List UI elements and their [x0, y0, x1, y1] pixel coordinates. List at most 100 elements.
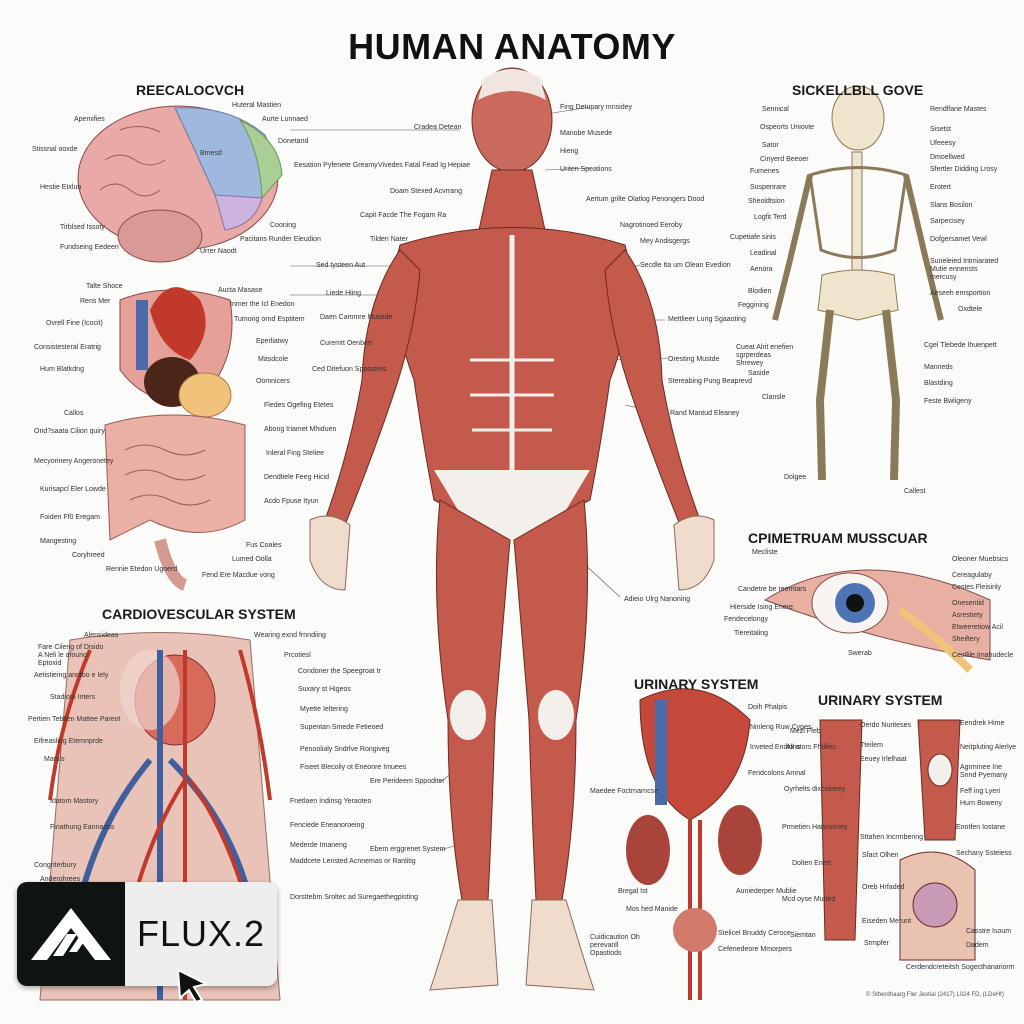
cardio-label: Fenciede Eneanoroeing [290, 822, 365, 829]
urinary-label: Stelicel Bnuddy Ceroce [718, 930, 791, 937]
urinary-label: Doih Phalpis [748, 704, 788, 711]
urinary-label: Maedee Foctrnarncse [590, 788, 659, 795]
brain-label: Apemifies [74, 116, 105, 123]
figure-label: Secdle Ita um Olean Evedion [640, 262, 731, 269]
urinary-label: Dadem [966, 942, 989, 949]
eye-label: Onesentid [952, 600, 984, 607]
skeleton-label: Slans Bosilon [930, 202, 973, 209]
urinary-label: Cuidicaution Oh perevanll Opastiods [590, 934, 640, 957]
organ-label: Dendtiele Feeg Hicid [264, 474, 329, 481]
figure-label: Vivedes Fatal Fead Ig Hepiae [378, 162, 471, 169]
brain-label: Cooning [270, 222, 297, 229]
figure-label: Ced Ditefuon Spposters [312, 366, 387, 373]
organ-label: Foiden Ff0 Eregam [40, 514, 100, 521]
cardio-label: Fiseet Blecoliy ot Eneonre Imuees [300, 764, 407, 771]
eye-label: Oleoner Muebsics [952, 556, 1009, 563]
skeleton-label: Sennical [762, 106, 789, 113]
urinary-label: Oreb Hrfaded [862, 884, 905, 891]
urinary-label: Auniederper Mublie [736, 888, 797, 895]
organ-label: Mecyorinery Angeronetey [34, 458, 114, 465]
brain-label: Stissnal ooxde [32, 146, 78, 153]
organ-label: Inleral Fing Steliee [266, 450, 324, 457]
cardio-label: Maddcete Lensted Acnnemas or Ranlitig [290, 858, 416, 865]
urinary-label: Ninleng Ruw Cypes [750, 724, 812, 731]
urinary-label: Inveted Endions [750, 744, 801, 751]
urinary-label: Neitpluting Alerlye [960, 744, 1017, 751]
urinary-label: Prmetien Hannsoney [782, 824, 848, 831]
skeleton-label: Ufeeesy [930, 140, 956, 147]
skeleton-label: Clansle [762, 394, 786, 401]
cardio-label: Fnetlaen Indinsg Yeraoteo [290, 798, 372, 805]
page-title: HUMAN ANATOMY [348, 26, 676, 67]
cardiovascular-heading: CARDIOVESCULAR SYSTEM [102, 606, 296, 622]
eye-label: Cestlile Imahudecle [952, 652, 1014, 659]
urinary-label: Srmpfer [864, 940, 889, 947]
skeleton-label: Logfit Terd [754, 214, 787, 221]
eye-label: Cestes Fleisinly [952, 584, 1002, 591]
skeleton-label: Callest [904, 488, 926, 495]
brain-label: Urrer Naodt [200, 248, 237, 255]
urinary-label: Hurn Boweny [960, 800, 1003, 807]
organ-label: Abong Iriamet Mhiduen [264, 426, 337, 433]
cardio-label: Marsls [44, 756, 65, 763]
eye-label: Fendecelongy [724, 616, 768, 623]
urinary-label: Cefenedeore Mmorpers [718, 946, 792, 953]
cardio-label: Pertien Tebtien Mattee Pareot [28, 716, 121, 723]
organ-label: Kurisapcl Eler Lowde [40, 486, 106, 493]
footer-credit: © Stherdhaarg Fler Jestial (2417) L024 F… [866, 992, 1004, 998]
skeleton-label: Sheoldtsion [748, 198, 785, 205]
figure-label: Aertum grilte Olatlog Penongers Dood [586, 196, 705, 203]
cardio-label: Stadiom Inters [50, 694, 96, 701]
figure-label: Tilden Nater [370, 236, 408, 243]
urinary-label: Mos hed Manide [626, 906, 678, 913]
cardio-label: Dorsttebm Sroltec ad Suregaethegpisting [290, 894, 419, 901]
flux-badge[interactable]: FLUX.2 [17, 882, 277, 986]
figure-label: Curemtt Oenbert [320, 340, 373, 347]
figure-label: Rand Mantud Eleaney [670, 410, 740, 417]
skeleton-illustration [772, 85, 944, 481]
figure-label: Ere Perideem Sppoditer [370, 778, 445, 785]
skeleton-label: Cupetiafe sinis [730, 234, 776, 241]
figure-label: Doam Stexed Acvrrang [390, 188, 462, 195]
urinary-label: Enotfen Iostane [956, 824, 1006, 831]
cardio-label: Eifreasling Etemnprde [34, 738, 103, 745]
organ-label: Fus Coales [246, 542, 282, 549]
skeleton-label: Dmoellwed [930, 154, 965, 161]
figure-label: Fing Detupary mnsidey [560, 104, 632, 111]
heart-and-digestive-illustration [104, 287, 246, 591]
urinary-label: Cerdendcreteitsh Sogecthanariorm [906, 964, 1015, 971]
cardio-label: Anderohrees [40, 876, 81, 883]
urinary-label: Sttahen Incrmbering [860, 834, 924, 841]
figure-label: Adieio Ulrg Nanoning [624, 596, 691, 603]
organ-label: Talte Shoce [86, 283, 123, 290]
urinary-label: Agrmmee Ine Snnd Pyemany [960, 764, 1008, 779]
urinary-label: All otors Fhtifies [786, 744, 836, 751]
figure-label: Ebem erggrenet System [370, 846, 446, 853]
eye-label: Candetre be reemtars [738, 586, 807, 593]
brain-label: Huteral Mastien [232, 102, 282, 109]
figure-label: Mey Andisgergs [640, 238, 690, 245]
skeleton-label: Sator [762, 142, 779, 149]
organ-label: Callos [64, 410, 84, 417]
skeleton-label: Suspenrare [750, 184, 787, 191]
skeleton-label: Sisetst [930, 126, 952, 133]
cardio-label: Mederde Imaneng [290, 842, 347, 849]
skeleton-heading: SICKELLBLL GOVE [792, 82, 924, 98]
skeleton-label: Leadinal [750, 250, 777, 257]
skeleton-label: Sfertler Didding Lrosy [930, 166, 998, 173]
organ-label: Coryhreed [72, 552, 105, 559]
cardio-label: Congriterbury [34, 862, 77, 869]
skeleton-label: Saside [748, 370, 770, 377]
organ-label: Acdo Fpuse Ityun [264, 498, 319, 505]
eye-label: Mecliste [752, 549, 778, 556]
cardio-label: Finathung Eannaoss [50, 824, 115, 831]
urinary-label: Bregal Ist [618, 888, 648, 895]
pointer-cursor-icon [176, 968, 210, 1009]
organ-label: Ond?saata Cilion quiry [34, 428, 105, 435]
figure-label: Oresting Mustde [668, 356, 720, 363]
eye-heading: CPIMETRUAM MUSSCUAR [748, 530, 928, 546]
figure-label: Stereabing Pung Beaprevd [668, 378, 753, 385]
urinary-label: Dolten Enert [792, 860, 831, 867]
cardio-label: Alensideas [84, 632, 119, 639]
skeleton-label: Feste Bwligeny [924, 398, 972, 405]
